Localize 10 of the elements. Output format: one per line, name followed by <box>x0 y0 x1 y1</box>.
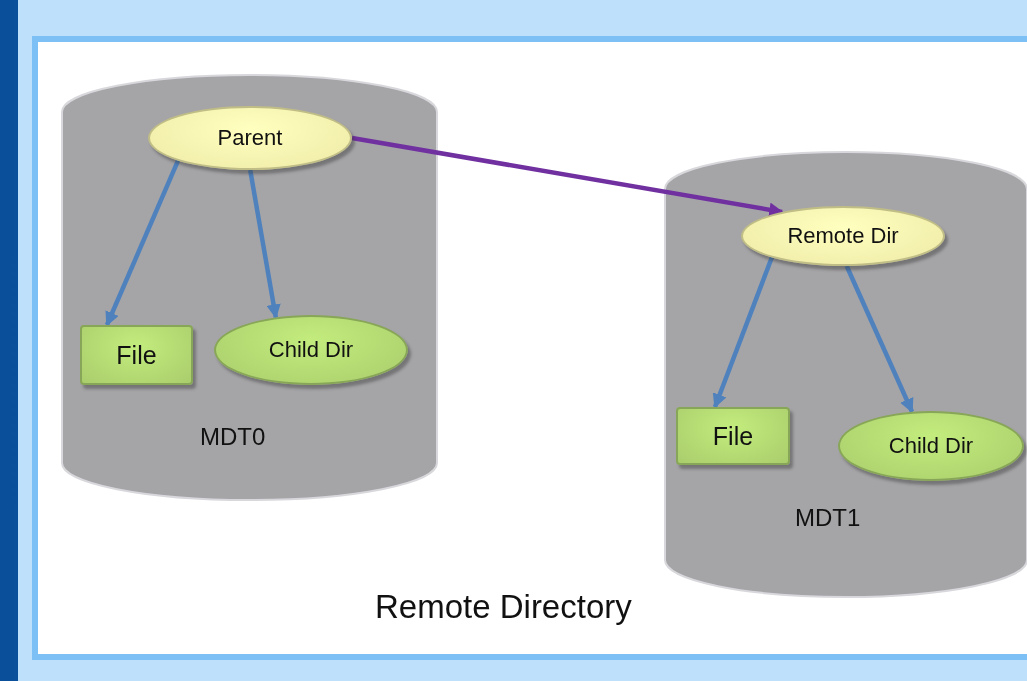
rect-node: File <box>80 325 193 385</box>
arrow <box>104 159 181 327</box>
volume-label: MDT1 <box>795 504 861 532</box>
caption: Remote Directory <box>375 588 632 626</box>
arrow <box>248 169 281 319</box>
arrow <box>844 265 915 414</box>
rect-node: File <box>676 407 790 465</box>
arrow <box>712 256 774 409</box>
arrow <box>351 135 784 217</box>
volume-label: MDT0 <box>200 423 266 451</box>
